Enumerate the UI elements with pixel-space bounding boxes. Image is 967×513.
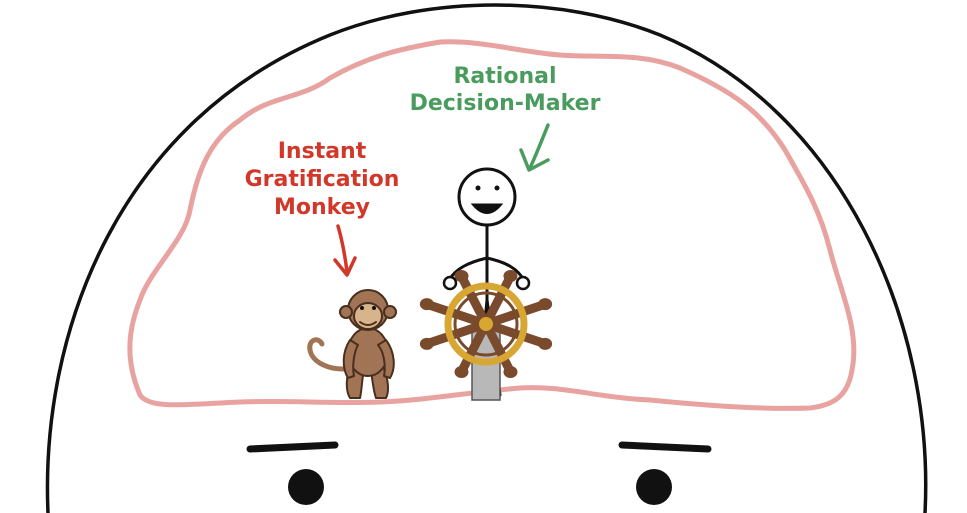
right-eyebrow <box>618 441 712 453</box>
wheel-handle <box>454 366 469 379</box>
wheel-handle <box>538 337 553 350</box>
monkey-label-line1: Instant <box>278 139 367 164</box>
head-outline <box>45 3 928 513</box>
monkey-icon <box>307 289 397 399</box>
wheel-handle <box>419 298 434 311</box>
rational-label-line1: Rational <box>453 64 556 89</box>
left-hand <box>442 275 458 291</box>
rational-label-line2: Decision-Maker <box>410 91 601 116</box>
monkey-label-line3: Monkey <box>274 195 370 220</box>
ship-wheel-icon <box>419 269 553 379</box>
left-eyebrow <box>246 441 339 453</box>
monkey-arrow-icon <box>333 224 357 277</box>
wheel-handle <box>503 366 518 379</box>
right-eye <box>636 469 672 505</box>
rational-arrow-icon <box>519 123 550 172</box>
wheel-handle <box>503 269 518 282</box>
left-eye <box>288 469 324 505</box>
brain-outline <box>127 39 857 411</box>
wheel-handle <box>419 337 434 350</box>
right-hand <box>515 275 531 291</box>
wheel-handle <box>538 298 553 311</box>
wheel-handle <box>454 269 469 282</box>
monkey-label-line2: Gratification <box>245 167 400 192</box>
